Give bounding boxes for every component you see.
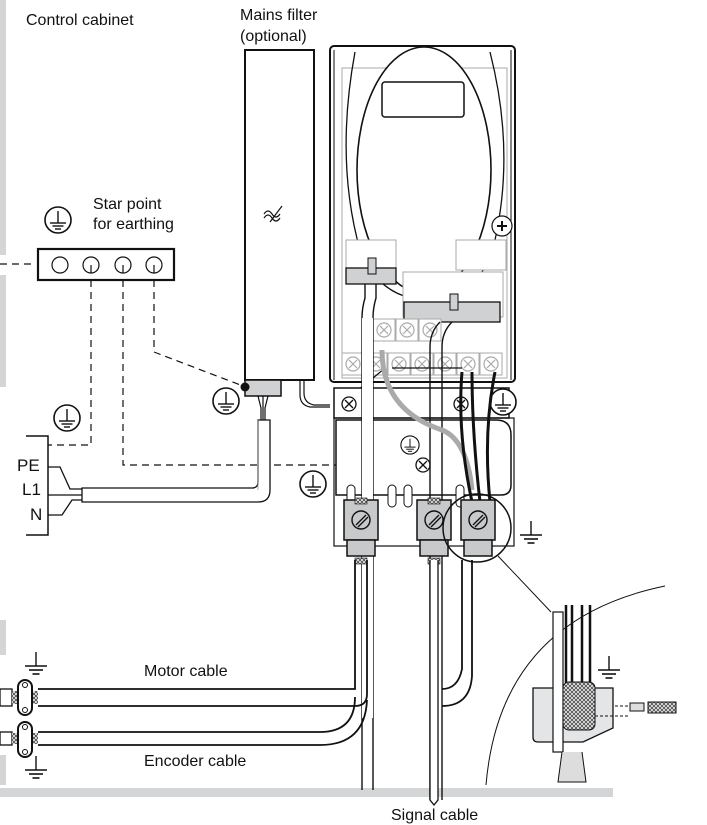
encoder-cable-clamp bbox=[460, 499, 496, 557]
signal-cable-line bbox=[429, 560, 439, 807]
earth-wires bbox=[0, 263, 420, 466]
mains-cable bbox=[26, 395, 271, 536]
encoder-cable-label: Encoder cable bbox=[144, 753, 247, 770]
earth-icon bbox=[53, 404, 81, 432]
earth-icon bbox=[489, 388, 517, 416]
servo-drive bbox=[329, 45, 516, 401]
earth-icon bbox=[212, 387, 240, 415]
ground-icon bbox=[597, 655, 621, 679]
l1-label: L1 bbox=[22, 480, 41, 499]
mains-filter-optional-label: (optional) bbox=[240, 28, 307, 45]
star-point-earthing-label: for earthing bbox=[93, 216, 174, 233]
cabinet-wall bbox=[0, 0, 613, 797]
earth-icon bbox=[44, 206, 72, 234]
mains-filter bbox=[240, 49, 330, 408]
n-label: N bbox=[30, 505, 43, 524]
star-point-label: Star point bbox=[93, 196, 162, 213]
motor-cable-label: Motor cable bbox=[144, 663, 228, 680]
shield-clamps bbox=[0, 679, 38, 758]
screw-icon bbox=[415, 457, 431, 473]
control-cabinet-label: Control cabinet bbox=[26, 12, 134, 29]
earth-icon bbox=[299, 470, 327, 498]
ground-icon bbox=[519, 520, 543, 544]
earth-icon bbox=[400, 435, 420, 455]
shield-clamp-detail bbox=[485, 585, 677, 786]
screw-icon bbox=[341, 396, 357, 412]
ground-icon bbox=[24, 651, 48, 675]
ground-icon bbox=[24, 755, 48, 779]
detail-magnifier bbox=[442, 493, 512, 563]
star-point-bar bbox=[36, 247, 176, 282]
mains-filter-label: Mains filter bbox=[240, 7, 318, 24]
pe-label: PE bbox=[17, 456, 40, 475]
motor-encoder-cables bbox=[38, 560, 473, 746]
signal-cable-clamp bbox=[416, 499, 452, 557]
signal-cable-label: Signal cable bbox=[391, 807, 479, 824]
motor-cable-clamp bbox=[343, 499, 379, 557]
